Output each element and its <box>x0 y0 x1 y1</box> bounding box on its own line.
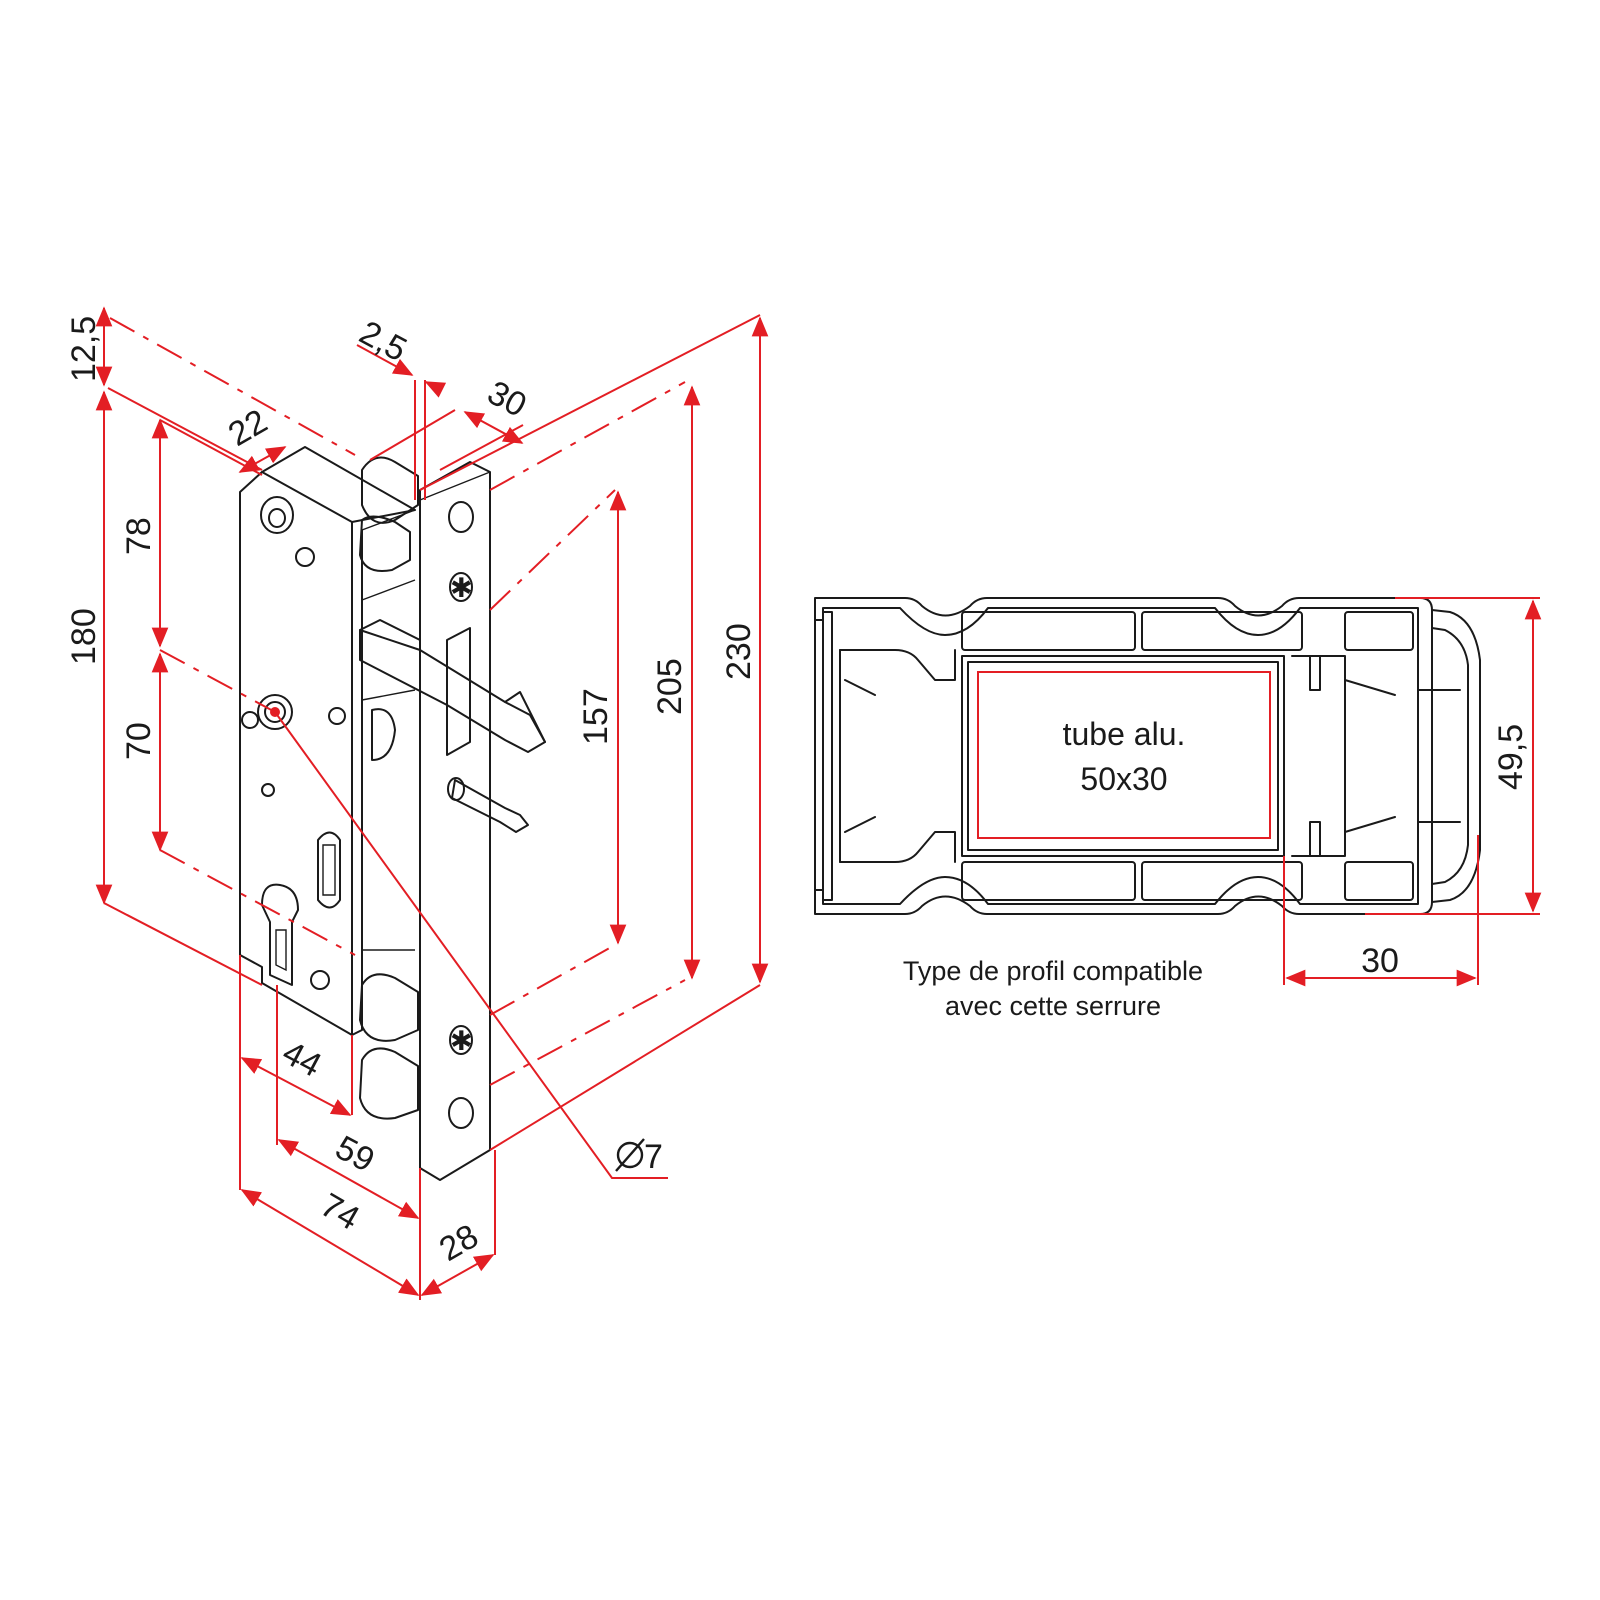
dim-30-profile: 30 <box>1361 942 1399 980</box>
dim-28: 28 <box>433 1217 485 1269</box>
tube-label-line2: 50x30 <box>1080 761 1167 797</box>
dim-12-5: 12,5 <box>65 316 103 382</box>
svg-text:✱: ✱ <box>450 573 473 603</box>
dim-157: 157 <box>577 688 615 745</box>
lock-body: ✱ ✱ <box>239 446 546 1181</box>
dim-49-5: 49,5 <box>1492 724 1530 790</box>
dim-180: 180 <box>65 608 103 665</box>
profile-caption-line2: avec cette serrure <box>945 991 1161 1021</box>
dim-30-top: 30 <box>481 374 532 425</box>
dim-74: 74 <box>314 1186 366 1238</box>
dim-22: 22 <box>222 402 274 454</box>
diameter-label: 7 <box>615 1138 663 1176</box>
dim-70: 70 <box>120 722 158 760</box>
dim-78: 78 <box>120 517 158 555</box>
dim-205: 205 <box>651 658 689 715</box>
dim-44: 44 <box>276 1034 327 1085</box>
tube-label-line1: tube alu. <box>1063 716 1186 752</box>
profile-caption-line1: Type de profil compatible <box>903 956 1203 986</box>
lock-dimensions <box>95 306 769 1300</box>
diameter-icon <box>616 1141 644 1169</box>
svg-text:✱: ✱ <box>450 1026 473 1056</box>
lock-dimension-labels: 12,5 180 78 70 22 2,5 30 157 205 230 44 … <box>65 314 758 1269</box>
profile-dimensions <box>1283 597 1542 987</box>
dim-2-5: 2,5 <box>353 314 413 370</box>
dim-7: 7 <box>644 1138 663 1176</box>
diameter-icon-stroke <box>615 1138 645 1172</box>
dim-230: 230 <box>720 623 758 680</box>
profile-section <box>814 597 1481 915</box>
